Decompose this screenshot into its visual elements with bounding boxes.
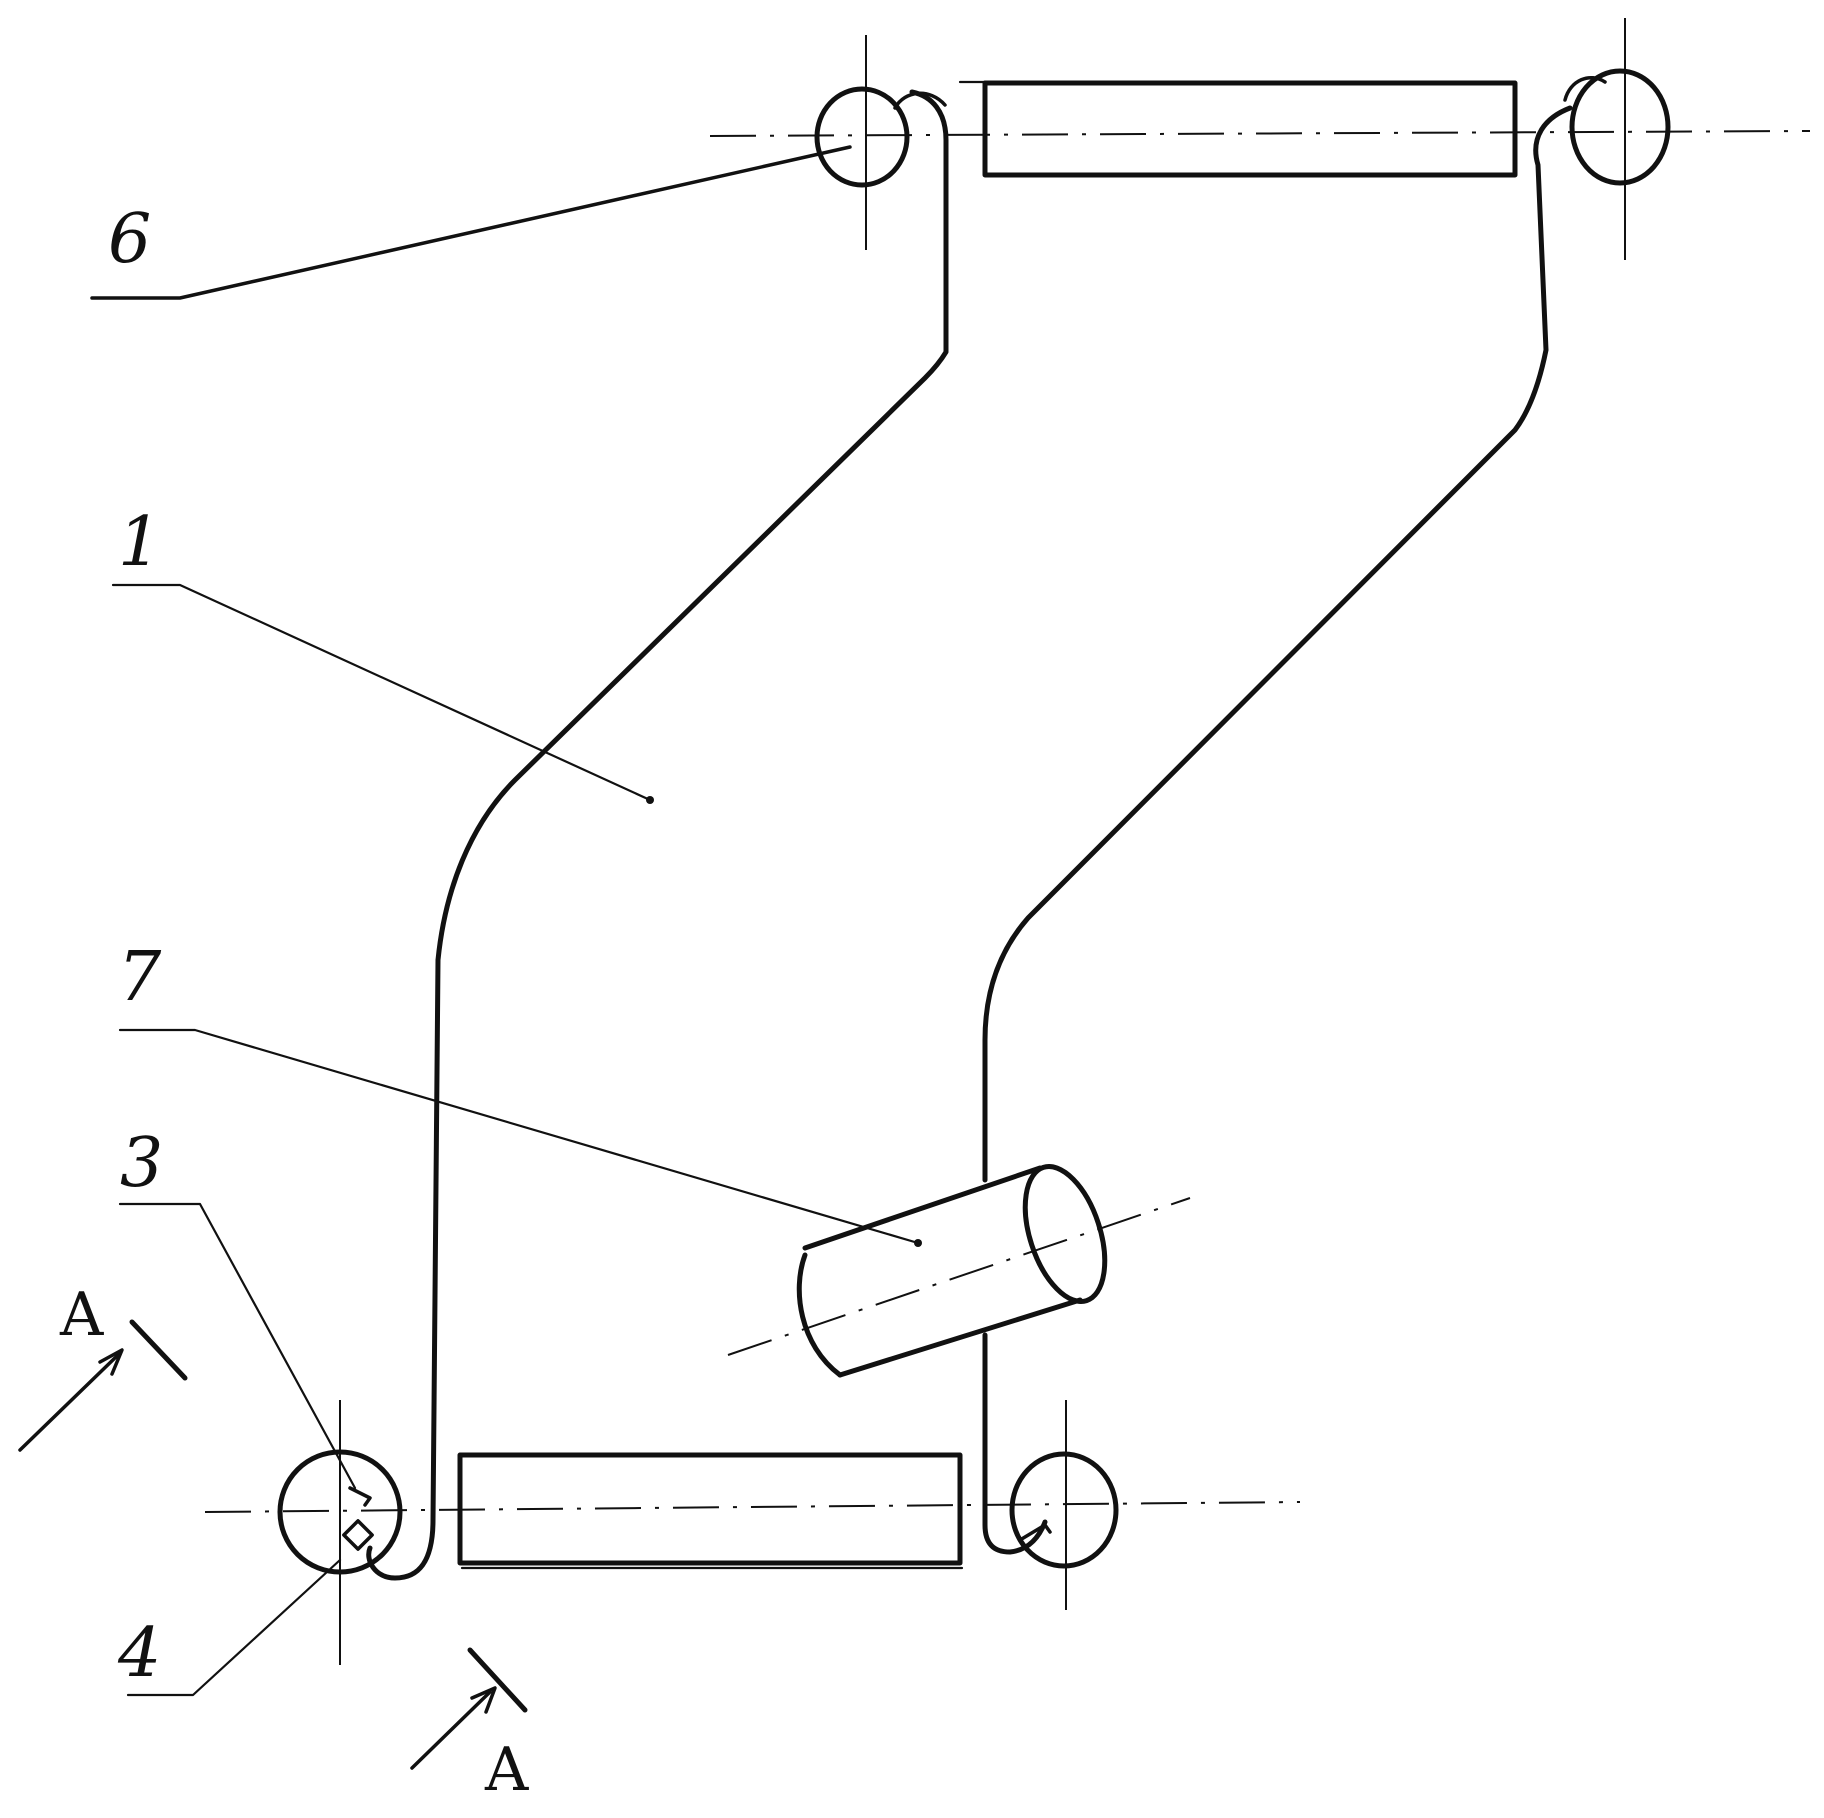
top-left-pin (817, 89, 907, 185)
label-section-a-bottom: A (484, 1735, 529, 1805)
top-centerline (710, 18, 1810, 260)
label-section-a-top: A (59, 1280, 104, 1350)
label-part-6: 6 (108, 200, 151, 279)
label-part-1: 1 (118, 503, 161, 582)
label-part-4: 4 (117, 1614, 161, 1693)
main-link-body (369, 78, 1605, 1578)
tube (728, 1157, 1190, 1375)
top-right-pin (1572, 71, 1668, 183)
bottom-right-pin (1012, 1454, 1116, 1566)
label-part-3: 3 (120, 1124, 163, 1203)
label-part-7: 7 (118, 938, 162, 1017)
leader-lines (92, 147, 922, 1695)
bottom-bar (460, 1455, 962, 1568)
top-bar (960, 82, 1515, 175)
